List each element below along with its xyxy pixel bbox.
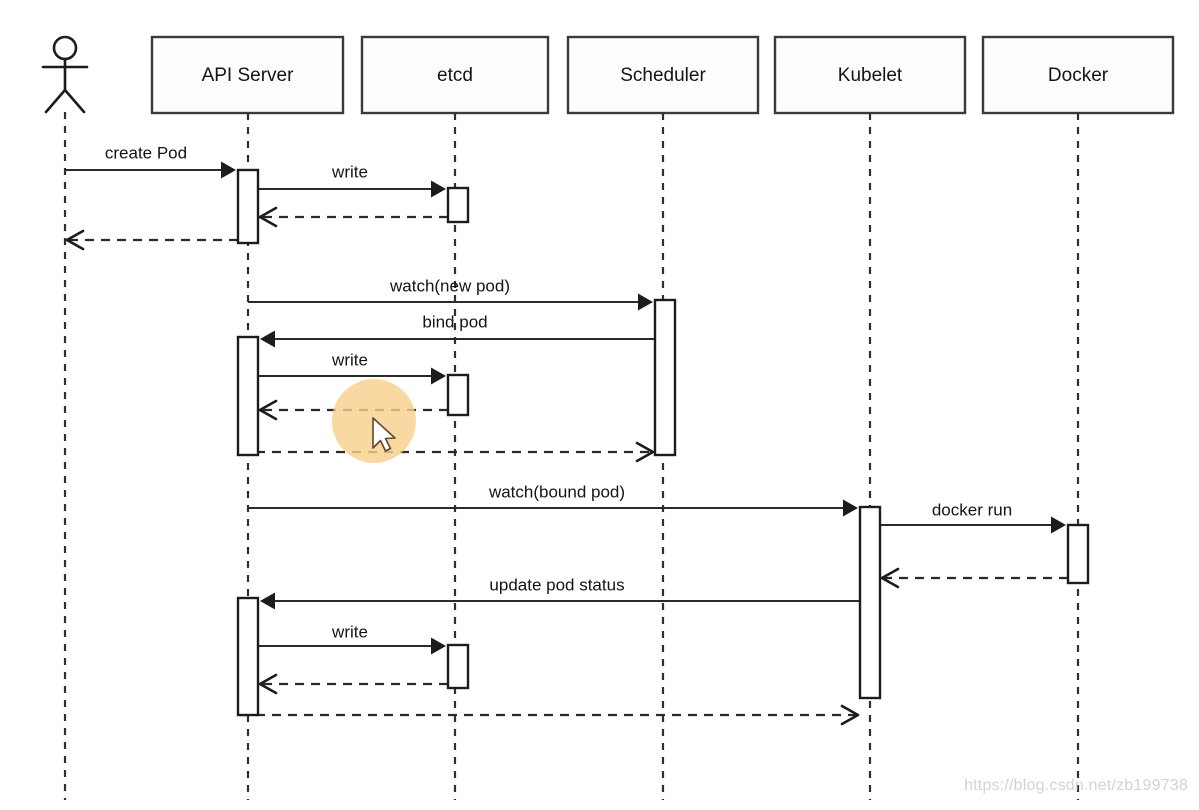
arrowhead-filled-m5 [638,293,653,311]
message-label-m7: write [331,350,368,369]
arrowhead-filled-m1 [221,161,236,179]
messages-layer: create Pod write watch(new pod) bind pod wri… [65,143,1068,726]
activation-bar-act-etcd-1 [446,186,470,224]
arrowhead-open-m15 [258,673,278,695]
participant-scheduler[interactable]: Scheduler [566,35,760,115]
arrowhead-open-m9 [635,441,655,463]
arrowhead-open-m16 [840,704,860,726]
participant-label-scheduler: Scheduler [620,65,706,86]
actor-actor [41,35,89,114]
activation-bar-act-sched-1 [653,298,677,457]
message-m12 [880,567,1068,589]
participant-apiserver[interactable]: API Server [150,35,345,115]
participant-label-etcd: etcd [437,65,473,86]
cursor-layer [332,379,416,463]
arrowhead-filled-m7 [431,367,446,385]
activation-bar-act-api-2 [236,335,260,457]
message-m8 [258,399,448,421]
message-m1: create Pod [65,143,236,179]
arrowhead-open-m3 [258,206,278,228]
arrowhead-open-m4 [65,229,85,251]
message-m3 [258,206,448,228]
activation-bar-act-dock-1 [1066,523,1090,585]
participant-etcd[interactable]: etcd [360,35,550,115]
participant-label-apiserver: API Server [202,65,295,86]
message-m14: write [258,622,446,655]
arrowhead-open-m8 [258,399,278,421]
arrowhead-filled-m13 [260,592,275,610]
participant-box-apiserver[interactable] [150,35,345,115]
participant-kubelet[interactable]: Kubelet [773,35,967,115]
message-m7: write [258,350,446,385]
message-m13: update pod status [260,575,860,610]
participant-box-kubelet[interactable] [773,35,967,115]
message-m5: watch(new pod) [248,276,653,311]
activation-bar-act-etcd-2 [446,373,470,417]
arrowhead-filled-m11 [1051,516,1066,534]
activation-bar-act-kube-1 [858,505,882,700]
message-label-m11: docker run [932,500,1012,519]
activations-layer [236,168,1090,717]
activation-bar-act-etcd-3 [446,643,470,690]
arrowhead-filled-m6 [260,330,275,348]
arrowhead-filled-m2 [431,180,446,198]
participants-layer: API Server etcd Scheduler Kubelet Docker [41,35,1175,115]
watermark-url: https://blog.csdn.net/zb199738 [964,777,1188,794]
message-m10: watch(bound pod) [248,482,858,517]
message-label-m6: bind pod [422,312,487,331]
participant-box-docker[interactable] [981,35,1175,115]
message-m4 [65,229,238,251]
message-m2: write [258,162,446,198]
activation-bar-act-api-3 [236,596,260,717]
message-m11: docker run [880,500,1066,534]
message-m9 [240,441,655,463]
message-label-m1: create Pod [105,143,187,162]
participant-label-docker: Docker [1048,65,1109,86]
message-label-m5: watch(new pod) [389,276,510,295]
participant-docker[interactable]: Docker [981,35,1175,115]
message-label-m2: write [331,162,368,181]
message-m15 [258,673,448,695]
participant-box-etcd[interactable] [360,35,550,115]
participant-label-kubelet: Kubelet [838,65,903,86]
message-m6: bind pod [260,312,655,348]
participant-box-scheduler[interactable] [566,35,760,115]
activation-bar-act-api-1 [236,168,260,245]
message-label-m13: update pod status [489,575,624,594]
message-m16 [240,704,860,726]
mouse-cursor-icon [372,417,396,452]
arrowhead-open-m12 [880,567,900,589]
message-label-m14: write [331,622,368,641]
message-label-m10: watch(bound pod) [488,482,625,501]
arrowhead-filled-m14 [431,637,446,655]
arrowhead-filled-m10 [843,499,858,517]
